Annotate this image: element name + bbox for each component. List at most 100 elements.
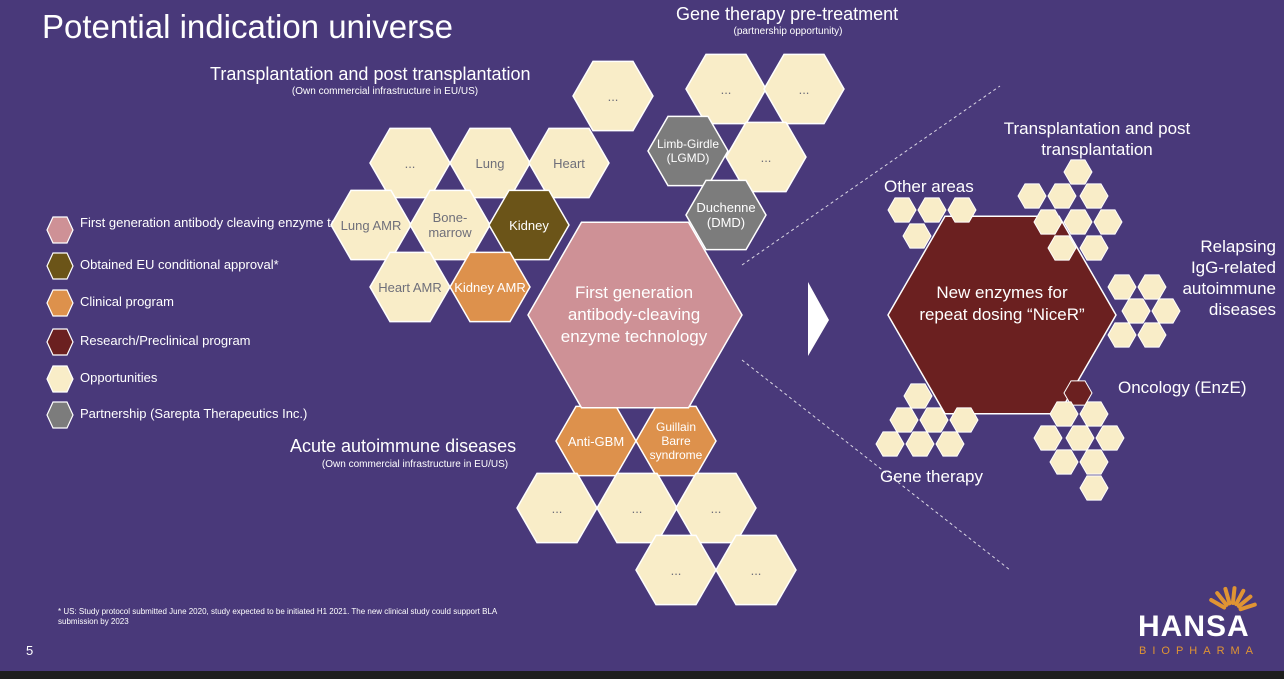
small-hex [1049,449,1079,475]
connector-lines [741,85,1011,571]
hex-6 [369,251,451,323]
hex-label: ... [760,149,772,165]
legend-label: Clinical program [80,294,174,309]
small-hex [1093,209,1123,235]
small-hex [1017,183,1047,209]
small-hex [1049,401,1079,427]
hex-label: Lung [475,155,505,171]
small-hex [1121,298,1151,324]
hex-label: Anti-GBM [567,433,625,449]
small-hex [1079,183,1109,209]
small-hex [1063,159,1093,185]
connector-line-top [741,85,1001,266]
hex-label: Limb-Girdle (LGMD) [656,137,719,165]
small-hex [887,197,917,223]
right-label-gene: Gene therapy [880,467,984,486]
legend-hex-icon [46,216,74,244]
small-hex [903,383,933,409]
legend-label: Research/Preclinical program [80,333,251,348]
indication-hexes [330,53,845,606]
hex-label: Heart [553,155,585,171]
legend-label: First generation antibody cleaving enzym… [80,215,391,230]
future-pipeline [875,159,1181,501]
hex-10 [763,53,845,125]
hex-label: ... [750,562,762,578]
nicer-label: New enzymes for repeat dosing “NiceR” [919,283,1085,324]
hex-5 [488,189,570,261]
small-hex [1079,401,1109,427]
footnote: * US: Study protocol submitted June 2020… [58,607,497,626]
small-hex [889,407,919,433]
small-hex [919,407,949,433]
small-hex [1137,274,1167,300]
connector-line-bottom [741,359,1011,571]
hex-label: Lung AMR [340,217,402,233]
hex-label: Kidney [509,217,549,233]
right-label-transplant: Transplantation and post transplantation [1003,119,1191,159]
hex-label: Bone-marrow [428,210,472,240]
center-hex [527,221,743,409]
small-hex [1137,322,1167,348]
hex-label: ... [720,81,732,97]
bottom-bar [0,671,1284,679]
small-hex [1151,298,1181,324]
center-label: First generation antibody-cleaving enzym… [560,283,708,346]
transplant-subtitle: (Own commercial infrastructure in EU/US) [291,86,479,97]
legend-hex-icon [46,289,74,317]
right-label-other: Other areas [884,177,974,196]
legend-label: Partnership (Sarepta Therapeutics Inc.) [80,406,308,421]
center-hex-group [527,221,743,409]
hex-19 [635,534,717,606]
small-hex [947,197,977,223]
hex-7 [449,251,531,323]
hex-label: ... [710,500,722,516]
hex-label: Duchenne (DMD) [696,200,756,230]
page-title: Potential indication universe [42,8,453,45]
acute-title: Acute autoimmune diseases [290,436,517,456]
small-hex [949,407,979,433]
hex-label: ... [551,500,563,516]
right-label-relapsing: Relapsing IgG-related autoimmune disease… [1182,237,1276,319]
gene-therapy-subtitle: (partnership opportunity) [733,26,843,37]
small-hex [1095,425,1125,451]
hex-16 [516,472,598,544]
small-hex [1047,235,1077,261]
small-hex [1107,322,1137,348]
small-hex [1063,209,1093,235]
legend-hex-icon [46,252,74,280]
small-hex [1107,274,1137,300]
hansa-logo-icon [1209,586,1257,612]
small-hex-clusters [875,159,1181,501]
small-hex [1033,209,1063,235]
legend-hex-icon [46,401,74,429]
hex-label: Guillain Barre syndrome [649,420,703,462]
small-hex [1079,235,1109,261]
small-hex [935,431,965,457]
small-hex [1033,425,1063,451]
small-hex [917,197,947,223]
hex-12 [725,121,807,193]
arrow-right-icon [808,282,829,356]
page-number: 5 [26,643,34,658]
legend-hex-icon [46,328,74,356]
hex-8 [572,60,654,132]
legend-label: Obtained EU conditional approval* [80,257,279,272]
hex-label: ... [670,562,682,578]
small-hex [875,431,905,457]
small-hex [905,431,935,457]
acute-subtitle: (Own commercial infrastructure in EU/US) [321,459,509,470]
legend-hex-icon [46,365,74,393]
right-label-oncology: Oncology (EnzE) [1118,378,1247,397]
hex-label: ... [607,88,619,104]
hex-13 [685,179,767,251]
small-hex [1047,183,1077,209]
hex-label: Kidney AMR [454,279,526,295]
logo-wordmark: HANSA [1138,610,1250,643]
logo-subtitle: BIOPHARMA [1139,645,1260,657]
hex-2 [528,127,610,199]
hex-label: ... [404,155,416,171]
small-hex [1065,425,1095,451]
transplant-title: Transplantation and post transplantation [210,64,531,84]
